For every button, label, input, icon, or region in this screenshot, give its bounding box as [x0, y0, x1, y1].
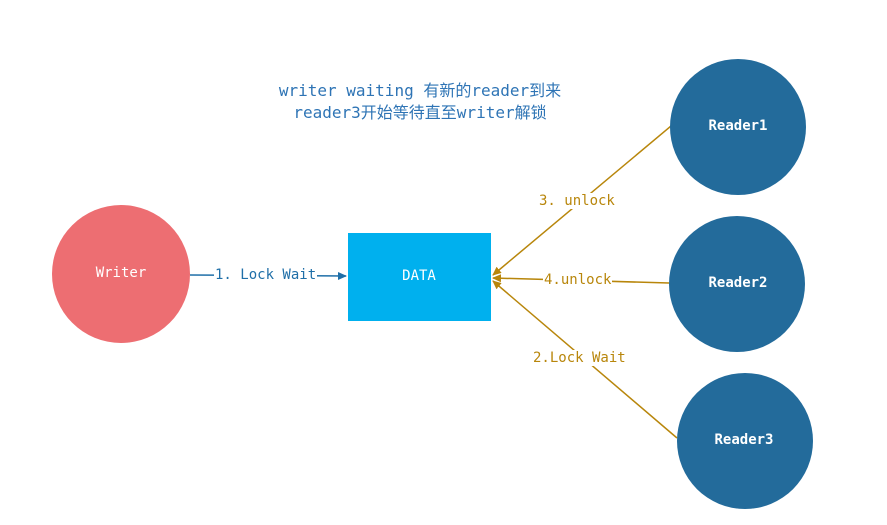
- reader2-node: [669, 216, 805, 352]
- edge-label-reader3-lock-wait: 2.Lock Wait: [532, 350, 627, 366]
- reader1-label: Reader1: [708, 118, 768, 134]
- reader2-label: Reader2: [708, 275, 768, 291]
- data-label: DATA: [402, 268, 436, 284]
- edge-label-reader2-unlock: 4.unlock: [543, 272, 613, 288]
- writer-node: [52, 205, 190, 343]
- reader3-node: [677, 373, 813, 509]
- edge-label-writer-lock-wait: 1. Lock Wait: [214, 267, 318, 283]
- data-node: [348, 233, 491, 321]
- writer-label: Writer: [95, 265, 147, 281]
- reader3-label: Reader3: [714, 432, 774, 448]
- edge-label-reader1-unlock: 3. unlock: [538, 193, 616, 209]
- diagram-title-line-1: writer waiting 有新的reader到来: [278, 81, 562, 100]
- reader1-node: [670, 59, 806, 195]
- diagram-title-line-2: reader3开始等待直至writer解锁: [293, 103, 547, 122]
